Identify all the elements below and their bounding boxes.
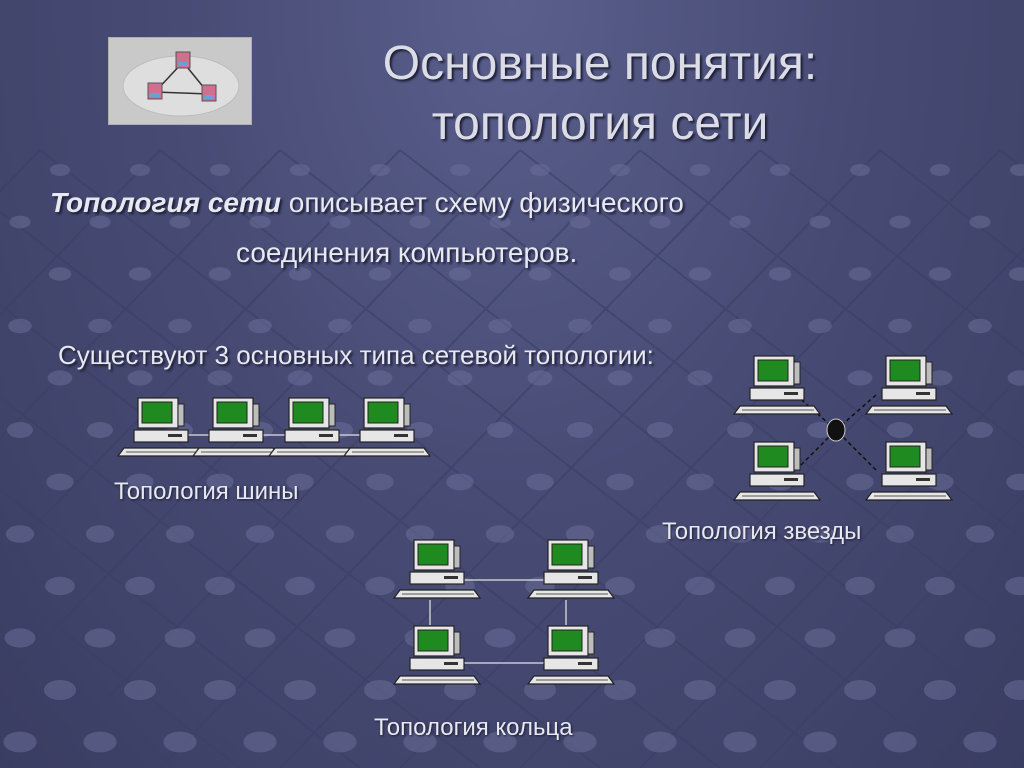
computer-icon [865,441,953,501]
network-logo-icon [122,51,240,117]
network-logo [108,37,252,125]
bus-topology [117,397,431,457]
page-title: Основные понятия: топология сети [300,34,900,154]
computer-icon [192,397,280,457]
computer-icon [393,539,481,599]
bus-label: Топология шины [114,478,299,505]
computer-icon [527,539,615,599]
computer-icon [733,441,821,501]
computer-icon [343,397,431,457]
computer-icon [393,625,481,685]
computer-icon [865,355,953,415]
definition-line-1: Топология сети описывает схему физическо… [50,186,684,220]
title-line-2: топология сети [431,97,769,150]
definition-term: Топология сети [50,187,281,218]
computer-icon [117,397,205,457]
definition-line-2: соединения компьютеров. [236,237,578,268]
computer-icon [527,625,615,685]
definition-rest: описывает схему физического [280,187,684,218]
ring-label: Топология кольца [374,714,573,741]
star-label: Топология звезды [662,518,862,545]
computer-icon [268,397,356,457]
ring-topology [393,539,615,685]
star-topology [733,355,953,501]
hub-icon [826,418,846,442]
intro-text: Существуют 3 основных типа сетевой топол… [58,340,654,370]
title-line-1: Основные понятия: [382,37,818,90]
